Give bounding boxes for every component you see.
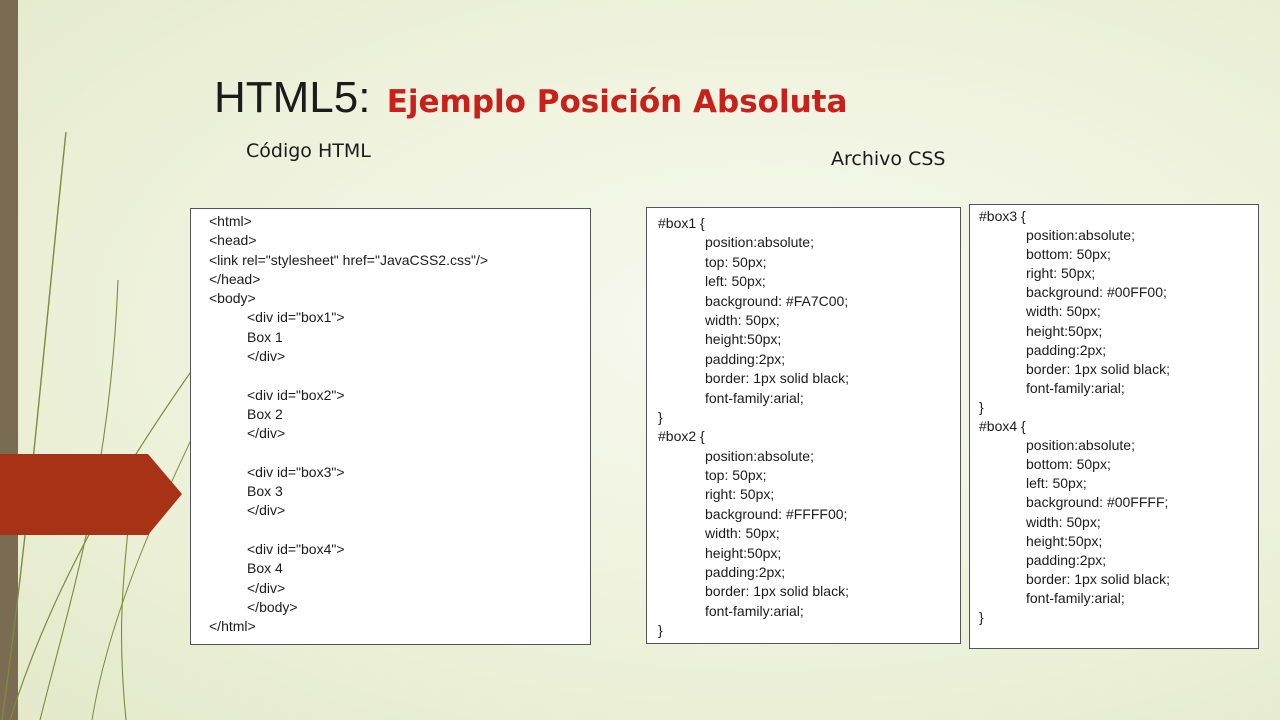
code-line: Box 1 — [247, 328, 283, 345]
code-line: Box 3 — [247, 483, 283, 500]
code-line: </div> — [247, 425, 286, 442]
code-line: } — [658, 622, 663, 639]
title-main: HTML5: — [214, 73, 371, 122]
code-line: border: 1px solid black; — [1026, 360, 1170, 377]
code-line: font-family:arial; — [705, 602, 804, 619]
code-line: border: 1px solid black; — [705, 583, 849, 600]
code-line: left: 50px; — [705, 273, 766, 290]
css-code-box-1: #box1 {position:absolute;top: 50px;left:… — [646, 207, 961, 644]
css-code-box-2: #box3 {position:absolute;bottom: 50px;ri… — [969, 204, 1259, 649]
code-line: Box 4 — [247, 560, 283, 577]
code-line: border: 1px solid black; — [705, 370, 849, 387]
html-code-label: Código HTML — [246, 140, 371, 162]
title-accent: Ejemplo Posición Absoluta — [386, 84, 848, 120]
red-arrow-tab — [0, 454, 182, 535]
code-line: position:absolute; — [705, 234, 814, 251]
code-line: <div id="box3"> — [247, 463, 345, 480]
code-line: <head> — [209, 232, 257, 249]
code-line: </head> — [209, 270, 261, 287]
code-line: position:absolute; — [1026, 437, 1135, 454]
code-line: <div id="box1"> — [247, 309, 345, 326]
code-line: width: 50px; — [1026, 513, 1101, 530]
code-line: font-family:arial; — [1026, 379, 1125, 396]
code-line: <link rel="stylesheet" href="JavaCSS2.cs… — [209, 251, 489, 268]
code-line: width: 50px; — [1026, 303, 1101, 320]
code-line: font-family:arial; — [1026, 589, 1125, 606]
code-line: background: #00FFFF; — [1026, 494, 1169, 511]
code-line: width: 50px; — [705, 525, 780, 542]
code-line: bottom: 50px; — [1026, 456, 1111, 473]
code-line: position:absolute; — [1026, 227, 1135, 244]
code-line: <body> — [209, 290, 256, 307]
code-line: </div> — [247, 502, 286, 519]
code-line: bottom: 50px; — [1026, 246, 1111, 263]
code-line: position:absolute; — [705, 447, 814, 464]
left-decorative-bar — [0, 0, 18, 720]
html-code-box: <html> <head> <link rel="stylesheet" href=… — [190, 208, 591, 645]
code-line: #box1 { — [658, 215, 705, 231]
code-line: </html> — [209, 618, 256, 635]
code-line: background: #FFFF00; — [705, 505, 848, 522]
code-line: <div id="box2"> — [247, 386, 345, 403]
code-line: left: 50px; — [1026, 475, 1087, 492]
code-line: #box3 { — [979, 208, 1026, 224]
code-line: right: 50px; — [705, 486, 775, 503]
code-line: height:50px; — [705, 544, 782, 561]
code-line: top: 50px; — [705, 253, 767, 270]
code-line: </div> — [247, 579, 286, 596]
code-line: font-family:arial; — [705, 389, 804, 406]
code-line: </body> — [247, 598, 298, 615]
code-line: #box2 { — [658, 428, 705, 445]
code-line: <div id="box4"> — [247, 541, 345, 558]
code-line: width: 50px; — [705, 311, 780, 328]
code-line: } — [979, 608, 984, 625]
code-line: padding:2px; — [705, 564, 786, 581]
code-line: </div> — [247, 348, 286, 365]
code-line: } — [979, 398, 984, 415]
code-line: } — [658, 408, 663, 425]
code-line: height:50px; — [1026, 532, 1103, 549]
code-line: Box 2 — [247, 405, 283, 422]
code-line: background: #FA7C00; — [705, 292, 849, 309]
code-line — [209, 521, 590, 540]
code-line — [209, 444, 590, 463]
css-file-label: Archivo CSS — [831, 148, 946, 170]
code-line: <html> — [209, 213, 252, 229]
page-title: HTML5: Ejemplo Posición Absoluta — [214, 70, 847, 130]
code-line: padding:2px; — [1026, 551, 1107, 568]
code-line — [209, 366, 590, 385]
code-line: background: #00FF00; — [1026, 284, 1167, 301]
code-line: border: 1px solid black; — [1026, 570, 1170, 587]
code-line: height:50px; — [705, 331, 782, 348]
code-line: padding:2px; — [705, 350, 786, 367]
code-line: padding:2px; — [1026, 341, 1107, 358]
code-line: top: 50px; — [705, 467, 767, 484]
code-line: right: 50px; — [1026, 265, 1096, 282]
code-line: #box4 { — [979, 418, 1026, 435]
code-line: height:50px; — [1026, 322, 1103, 339]
